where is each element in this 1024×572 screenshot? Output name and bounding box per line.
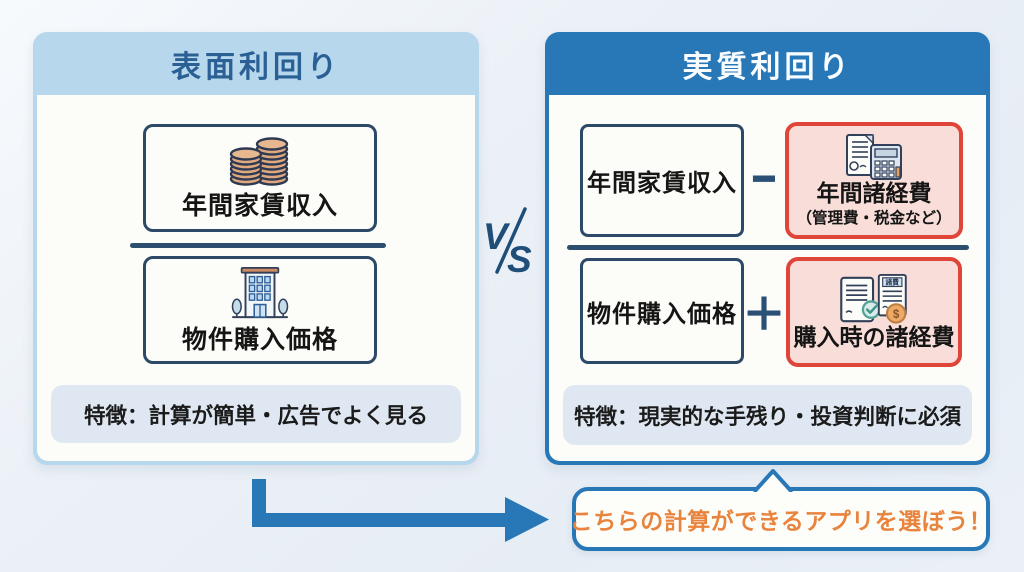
rent-income-label-right: 年間家賃収入 [587,170,737,197]
vs-letter-s: S [507,239,532,280]
rent-income-box-right: 年間家賃収入 [580,124,744,237]
property-price-box-right: 物件購入価格 [580,258,744,364]
building-icon [231,266,289,319]
real-yield-header: 実質利回り [545,32,990,95]
minus-operator: − [743,148,785,210]
property-price-label-right: 物件購入価格 [587,300,737,328]
invoice-calculator-icon [846,133,902,180]
real-yield-panel: 実質利回り 年間家賃収入 − [545,32,990,465]
minus-sign: − [751,156,776,202]
real-yield-title: 実質利回り [682,50,853,84]
annual-expenses-label: 年間諸経費 [816,179,932,206]
flow-arrow [252,479,549,542]
vs-letter-v: V [483,216,511,257]
fraction-divider-right [567,245,969,250]
annual-expenses-box: 年間諸経費 （管理費・税金など） [785,122,963,239]
callout-bubble: こちらの計算ができるアプリを選ぼう！ [569,487,993,551]
annual-rent-income-box: 年間家賃収入 [143,124,377,232]
callout-text: こちらの計算ができるアプリを選ぼう！ [569,508,993,534]
surface-yield-header: 表面利回り [33,32,479,95]
plus-sign: ＋ [742,290,786,338]
dollar-coin-symbol: $ [893,309,900,321]
vs-badge: V S [483,207,532,280]
vs-slash [495,207,527,274]
surface-feature-pill: 特徴：計算が簡単・広告でよく見る [51,385,461,443]
surface-yield-panel: 表面利回り 年間家賃収入 [33,32,479,465]
coins-icon [229,137,289,186]
documents-money-icon: 諸費 $ [840,274,907,324]
real-feature-text: 特徴：現実的な手残り・投資判断に必須 [573,404,961,429]
purchase-expenses-box: 諸費 $ 購入時の諸経費 [786,257,962,367]
doc-tag-text: 諸費 [886,278,900,287]
property-price-box: 物件購入価格 [143,256,377,364]
real-feature-pill: 特徴：現実的な手残り・投資判断に必須 [563,385,972,445]
purchase-expenses-label: 購入時の諸経費 [793,324,955,351]
surface-yield-title: 表面利回り [171,50,341,84]
property-price-label: 物件購入価格 [181,326,338,354]
callout-pointer [752,469,794,492]
surface-feature-text: 特徴：計算が簡単・広告でよく見る [83,403,428,428]
annual-rent-income-label: 年間家賃収入 [181,192,338,220]
annual-expenses-sublabel: （管理費・税金など） [796,210,952,228]
plus-operator: ＋ [742,280,786,342]
fraction-divider-left [130,243,386,248]
